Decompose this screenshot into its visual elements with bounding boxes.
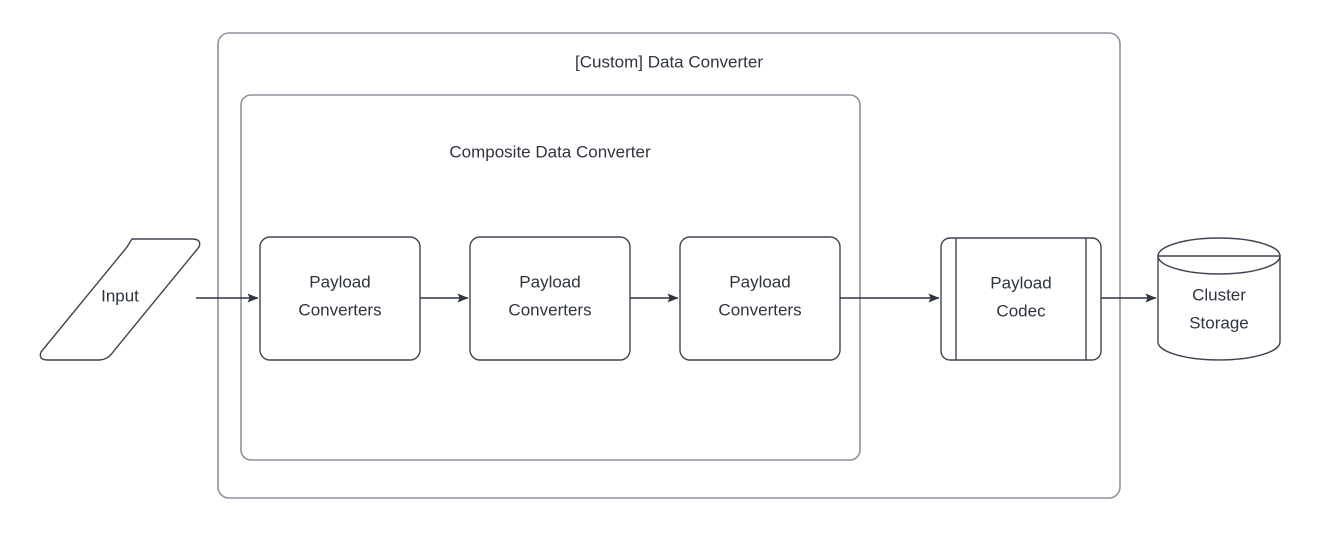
custom-data-converter-outline: [217, 32, 1121, 499]
payload-converters-3-label-line1: Payload: [729, 272, 790, 291]
payload-converters-3-label-line2: Converters: [718, 300, 801, 319]
payload-codec-label-line2: Codec: [996, 301, 1046, 320]
cluster-storage-top-ellipse: [1157, 237, 1281, 275]
input-parallelogram: [39, 238, 201, 361]
node-payload-converters-2[interactable]: Payload Converters: [469, 236, 631, 361]
input-label: Input: [101, 286, 139, 305]
composite-data-converter-title: Composite Data Converter: [449, 142, 651, 161]
composite-data-converter-outline: [240, 94, 861, 461]
payload-converters-1-box: [259, 236, 421, 361]
node-cluster-storage[interactable]: Cluster Storage: [1157, 237, 1281, 361]
container-composite-data-converter[interactable]: Composite Data Converter: [240, 94, 861, 461]
cluster-storage-label-line2: Storage: [1189, 313, 1249, 332]
node-input[interactable]: Input: [39, 238, 201, 361]
node-payload-codec[interactable]: Payload Codec: [940, 237, 1102, 361]
container-custom-data-converter[interactable]: [Custom] Data Converter: [217, 32, 1121, 499]
node-payload-converters-3[interactable]: Payload Converters: [679, 236, 841, 361]
payload-codec-box: [940, 237, 1102, 361]
node-payload-converters-1[interactable]: Payload Converters: [259, 236, 421, 361]
payload-converters-3-box: [679, 236, 841, 361]
payload-converters-2-label-line1: Payload: [519, 272, 580, 291]
payload-converters-1-label-line1: Payload: [309, 272, 370, 291]
payload-converters-2-box: [469, 236, 631, 361]
cluster-storage-body: [1157, 255, 1281, 361]
payload-converters-2-label-line2: Converters: [508, 300, 591, 319]
payload-converters-1-label-line2: Converters: [298, 300, 381, 319]
cluster-storage-label-line1: Cluster: [1192, 285, 1246, 304]
payload-codec-label-line1: Payload: [990, 273, 1051, 292]
custom-data-converter-title: [Custom] Data Converter: [575, 52, 763, 71]
